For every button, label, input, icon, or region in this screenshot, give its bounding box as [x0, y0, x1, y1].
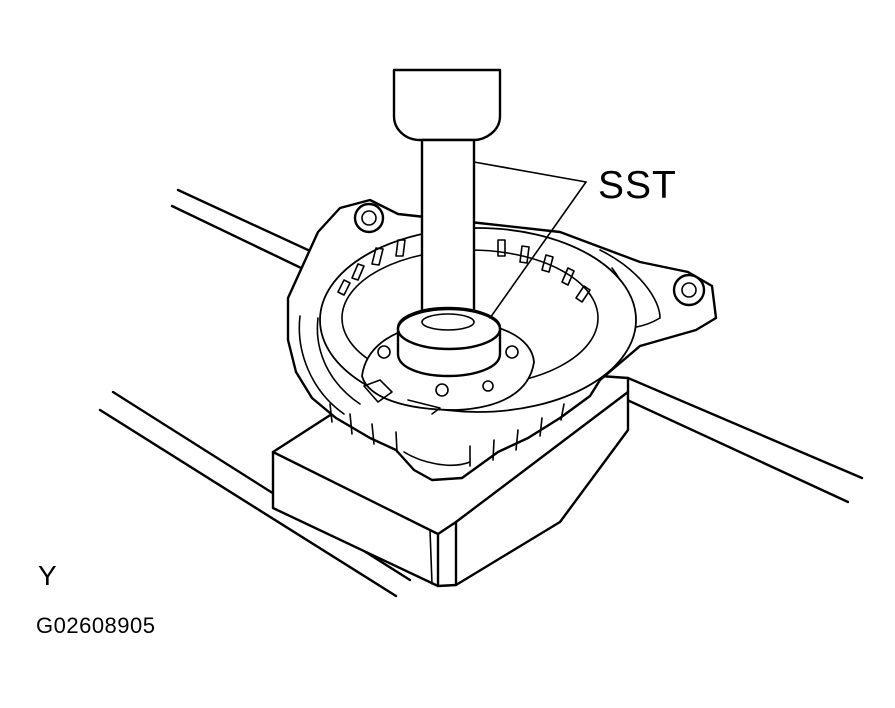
sst-leader-lines [473, 161, 587, 319]
view-label: Y [38, 560, 57, 591]
sst-press-tool [392, 68, 502, 378]
figure-code: G02608905 [36, 613, 156, 638]
sst-label: SST [598, 164, 677, 207]
press-bed-rails [98, 188, 864, 598]
vent-slots [337, 239, 591, 303]
cooling-fins [329, 403, 565, 467]
